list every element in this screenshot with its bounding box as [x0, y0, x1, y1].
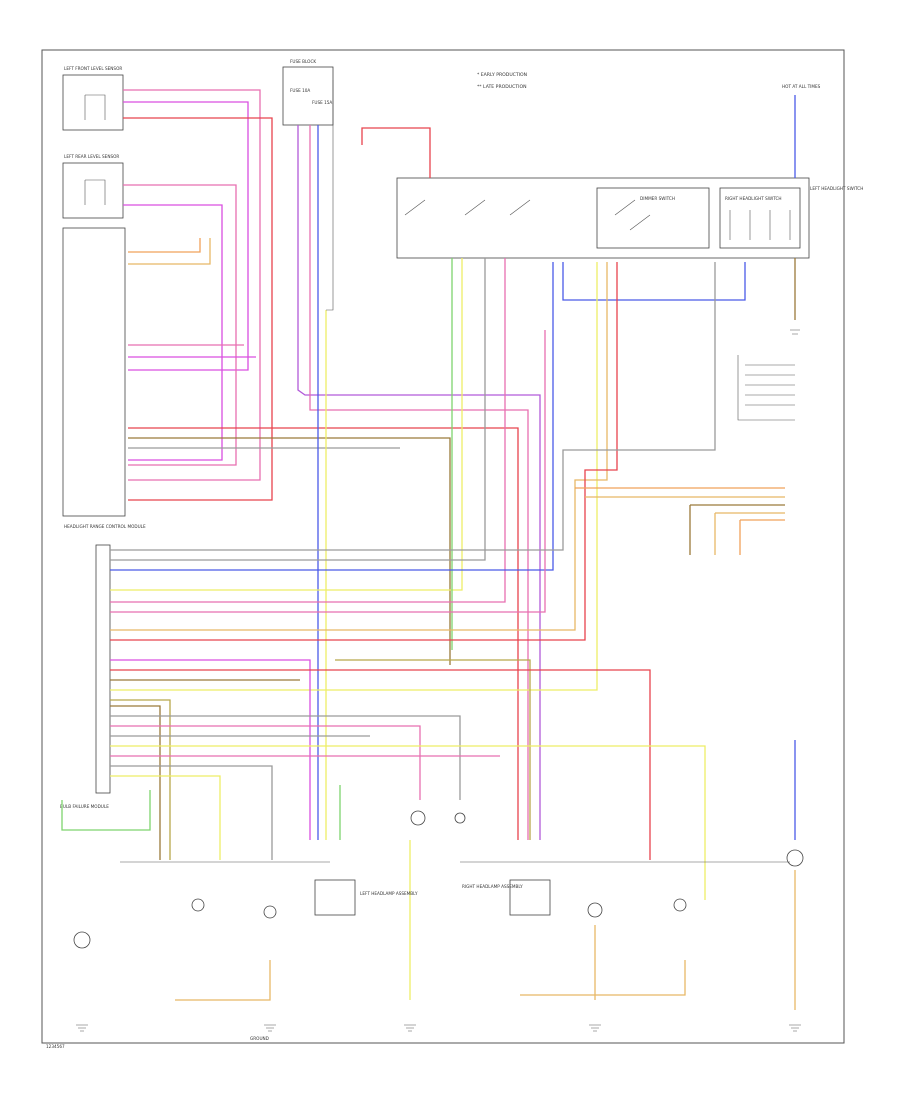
wire-yellow-2	[110, 262, 598, 691]
wire-pink-6	[110, 330, 546, 613]
wire-magenta-4	[110, 659, 311, 840]
left-headlight-switch-label: LEFT HEADLIGHT SWITCH	[810, 186, 863, 191]
wire-gray-4	[110, 715, 461, 800]
right-headlight-switch-label: RIGHT HEADLIGHT SWITCH	[725, 196, 782, 201]
wire-magenta-1	[123, 101, 249, 371]
wire-pink-5	[110, 258, 506, 603]
wire-tan-bottom-2	[520, 960, 686, 996]
ground-5	[789, 1024, 801, 1032]
wire-pink-7	[110, 725, 421, 800]
ground-3	[404, 1024, 416, 1032]
left-rear-level-sensor-label: LEFT REAR LEVEL SENSOR	[64, 154, 119, 159]
wire-pink-4	[309, 125, 529, 840]
bulb-2	[191, 898, 205, 912]
fuse-block	[282, 66, 334, 126]
legend-early: * EARLY PRODUCTION	[477, 72, 527, 78]
headlamp-left-connector	[314, 879, 356, 916]
left-front-level-sensor	[62, 74, 124, 131]
ground-2	[264, 1024, 276, 1032]
wire-gray-2	[110, 258, 486, 561]
wire-tan-2	[110, 262, 608, 631]
wire-gray-3	[110, 262, 716, 551]
left-headlight-switch	[396, 177, 810, 259]
wire-red-5	[110, 669, 651, 860]
wire-magenta-2	[123, 204, 223, 461]
bulb-failure-module	[95, 544, 111, 794]
bulb-7	[673, 898, 687, 912]
wire-yellow-1	[110, 258, 463, 591]
right-headlight-switch	[719, 187, 801, 249]
wire-red-2	[123, 117, 273, 501]
wire-blue-2	[110, 262, 554, 571]
wire-pink-2	[123, 184, 237, 466]
wire-brown-5	[110, 705, 161, 860]
wire-red-3	[128, 427, 519, 840]
wire-blue-3	[562, 262, 746, 301]
footer-code: 1234567	[46, 1044, 65, 1049]
wire-gray-6	[110, 765, 273, 860]
wire-pink-1	[123, 89, 261, 481]
hrc-module-label: HEADLIGHT RANGE CONTROL MODULE	[64, 524, 146, 529]
wire-olive-1	[335, 659, 531, 840]
wire-orange-1	[128, 238, 201, 253]
hot-at-all-times-label: HOT AT ALL TIMES	[782, 84, 821, 89]
bulb-6	[587, 902, 603, 918]
diagram-frame	[41, 49, 845, 1044]
left-front-level-sensor-label: LEFT FRONT LEVEL SENSOR	[64, 66, 122, 71]
fuse-label-1: FUSE 10A	[290, 88, 310, 93]
fuse-block-label: FUSE BLOCK	[290, 59, 316, 64]
wire-green-2	[61, 790, 151, 831]
bulb-3	[263, 905, 277, 919]
ground-1	[76, 1024, 88, 1032]
bulb-failure-module-label: BULB FAILURE MODULE	[60, 804, 109, 809]
fuse-label-2: FUSE 15A	[312, 100, 332, 105]
dimmer-switch-label: DIMMER SWITCH	[640, 196, 675, 201]
bulb-8	[786, 849, 804, 867]
headlamp-left-label: LEFT HEADLAMP ASSEMBLY	[360, 891, 418, 896]
bulb-4	[410, 810, 426, 826]
headlight-range-control-module	[62, 227, 126, 517]
left-rear-level-sensor	[62, 162, 124, 219]
wire-red-4	[110, 262, 618, 641]
wire-yellow-4	[110, 775, 221, 860]
wire-yellow-3	[110, 745, 706, 900]
wire-olive-2	[110, 699, 171, 860]
dimmer-switch	[596, 187, 710, 249]
ground-label: GROUND	[250, 1036, 269, 1041]
bulb-5	[454, 812, 466, 824]
wire-brown-1	[128, 437, 451, 665]
legend-late: ** LATE PRODUCTION	[477, 84, 527, 90]
headlamp-right-connector	[509, 879, 551, 916]
wire-tan-bottom-1	[175, 960, 271, 1001]
ground-4	[589, 1024, 601, 1032]
wire-violet-1	[297, 125, 541, 840]
wire-red	[361, 127, 431, 178]
headlamp-right-label: RIGHT HEADLAMP ASSEMBLY	[462, 884, 523, 889]
wire-tan-1	[128, 238, 211, 265]
bulb-1	[73, 931, 91, 949]
